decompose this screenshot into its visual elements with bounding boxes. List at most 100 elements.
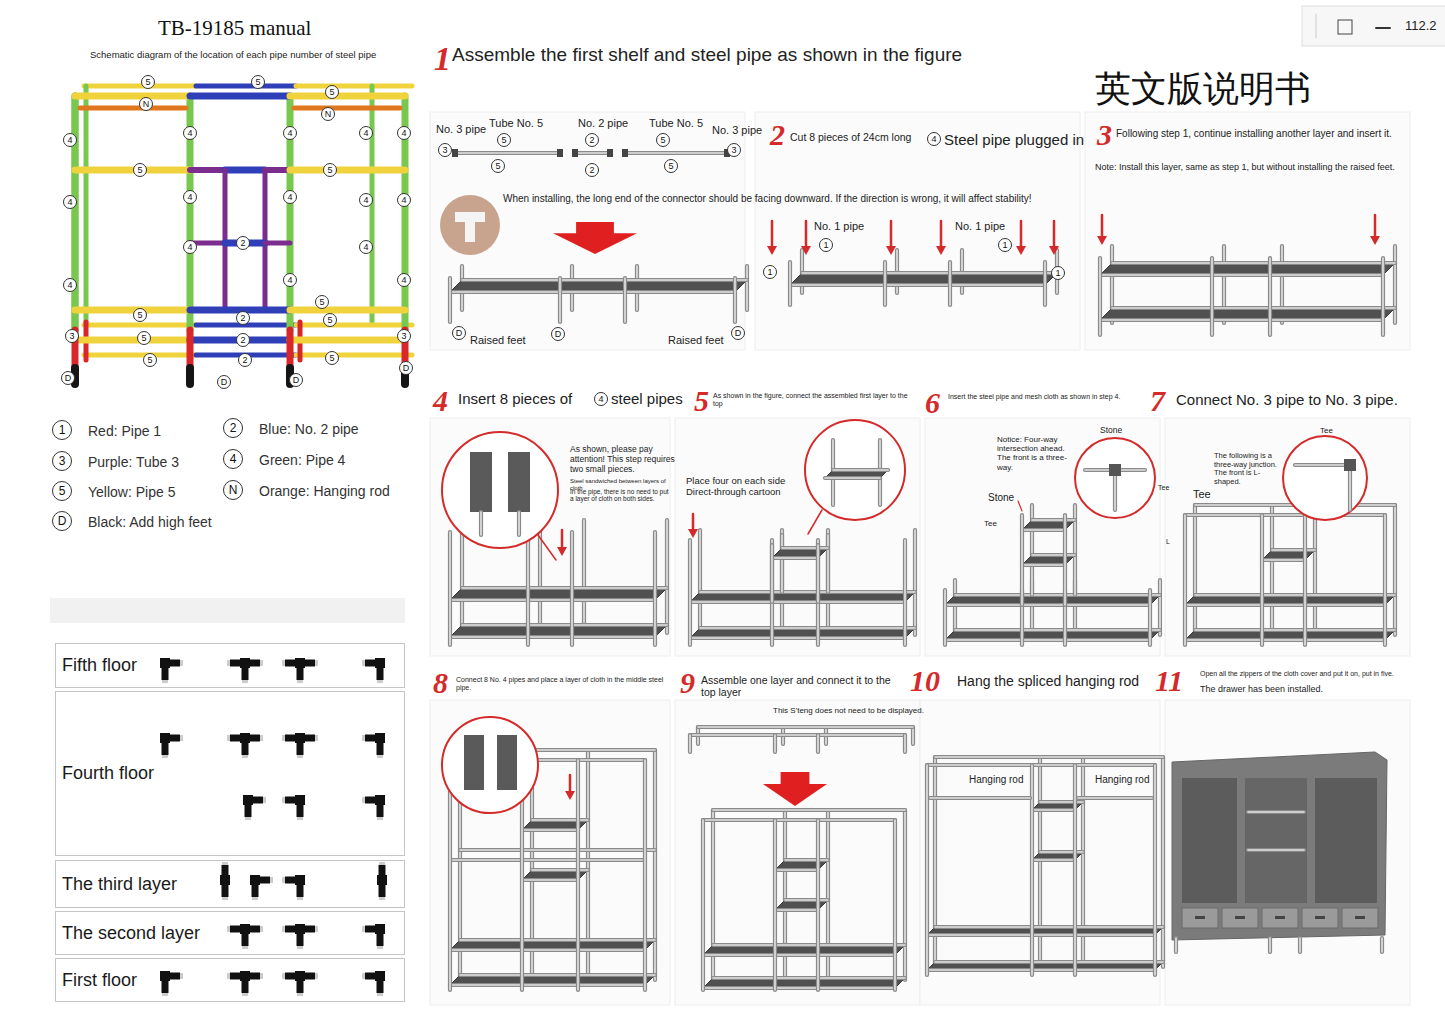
connector-icon: [230, 660, 242, 667]
steel-pipe: [825, 477, 880, 479]
steel-pipe: [1032, 858, 1075, 862]
steel-pipe: [1032, 809, 1075, 811]
callout-number: 4: [183, 126, 197, 140]
steel-pipe: [654, 750, 656, 980]
connector-icon: [285, 660, 297, 667]
callout-number: 2: [236, 236, 250, 250]
mesh-cloth: [690, 628, 915, 638]
steel-pipe: [1268, 258, 1272, 335]
connector-icon: [365, 926, 377, 933]
callout-number: 1: [1051, 266, 1065, 280]
steel-pipe: [450, 636, 655, 638]
steel-pipe: [771, 545, 773, 602]
steel-pipe: [700, 627, 915, 629]
steel-pipe: [775, 869, 818, 871]
connector-table: [160, 658, 387, 996]
callout-number: 4: [397, 193, 411, 207]
steel-pipe: [1100, 318, 1383, 322]
step-heading: Open all the zippers of the cloth cover …: [1200, 670, 1410, 678]
mesh-cloth: [945, 630, 1160, 640]
connector-icon: [227, 660, 230, 666]
callout-number: D: [217, 375, 231, 389]
colored-pipe: [296, 353, 412, 358]
steel-pipe: [460, 849, 655, 851]
connector-icon: [242, 666, 249, 680]
steel-pipe: [1185, 639, 1385, 641]
steel-pipe: [782, 547, 828, 549]
part-name: Raised feet: [668, 334, 724, 347]
callout-number: D: [551, 327, 565, 341]
part-name: No. 1 pipe: [955, 220, 1005, 233]
red-arrow: [1097, 236, 1107, 245]
steel-pipe: [1159, 580, 1161, 635]
part-name: No. 1 pipe: [814, 220, 864, 233]
steel-pipe: [1043, 262, 1047, 305]
steel-pipe: [1195, 628, 1395, 632]
part-name: Tee: [984, 519, 997, 528]
steel-pipe: [1381, 938, 1383, 952]
step-number: 2: [770, 120, 785, 150]
pipe-schematic: [75, 86, 412, 384]
wardrobe-opening: [1245, 778, 1307, 903]
steel-pipe: [955, 593, 1160, 597]
colored-pipe: [296, 323, 412, 328]
steel-pipe: [1394, 246, 1396, 323]
steel-pipe: [943, 590, 947, 645]
connector-icon: [379, 883, 386, 897]
colored-pipe: [290, 307, 405, 314]
steel-pipe: [1248, 811, 1304, 813]
connector-icon: [377, 932, 384, 946]
legend-entry: Red: Pipe 1: [88, 423, 161, 439]
step-heading: Following step 1, continue installing an…: [1116, 128, 1410, 140]
floor-name: The second layer: [62, 923, 200, 944]
floor-row-box: Fifth floor: [55, 643, 405, 688]
steel-pipe: [935, 925, 1163, 929]
colored-pipe: [225, 167, 265, 174]
steel-pipe: [700, 591, 915, 593]
steel-pipe: [816, 735, 820, 752]
red-arrow: [940, 221, 943, 248]
steel-pipe: [914, 530, 916, 635]
red-arrow: [688, 529, 698, 538]
caption-text: Schematic diagram of the location of eac…: [90, 50, 376, 61]
colored-pipe: [84, 84, 196, 89]
connector-icon: [285, 735, 297, 742]
callout-number: 4: [183, 190, 197, 204]
callout-number: 4: [594, 392, 608, 406]
connector-icon: [315, 926, 318, 932]
steel-pipe: [817, 540, 819, 645]
colored-pipe: [287, 330, 294, 368]
steel-pipe: [449, 760, 451, 990]
floor-name: First floor: [62, 970, 137, 991]
step-number: 11: [1155, 666, 1183, 696]
connector-icon: [362, 973, 365, 979]
connector-icon: [377, 741, 384, 755]
cloth-piece: [470, 452, 492, 512]
part-name: Hanging rod: [1095, 774, 1149, 786]
steel-pipe: [522, 878, 578, 882]
steel-pipe: [788, 262, 792, 305]
callout-number: 5: [664, 159, 678, 173]
floor-name: The third layer: [62, 874, 177, 895]
callout-number: 2: [585, 163, 599, 177]
steel-pipe: [781, 530, 783, 635]
steel-pipe: [450, 598, 655, 602]
steel-pipe: [699, 530, 701, 635]
step-heading: Insert 8 pieces of: [458, 390, 572, 407]
steel-pipe: [790, 283, 1045, 287]
mesh-cloth: [450, 940, 655, 950]
steel-pipe: [935, 755, 1163, 759]
steel-pipe: [927, 968, 1155, 972]
step-panel: [1085, 112, 1410, 350]
steel-pipe: [1303, 515, 1307, 645]
colored-pipe: [296, 84, 412, 89]
steel-pipe: [1272, 549, 1315, 551]
steel-pipe: [903, 540, 907, 645]
mesh-cloth: [703, 945, 905, 955]
callout-number: 2: [223, 418, 243, 438]
leader-line: [1018, 501, 1022, 511]
part-name: Hanging rod: [969, 774, 1023, 786]
zoom-circle: [442, 717, 538, 813]
connector-icon: [303, 973, 315, 980]
